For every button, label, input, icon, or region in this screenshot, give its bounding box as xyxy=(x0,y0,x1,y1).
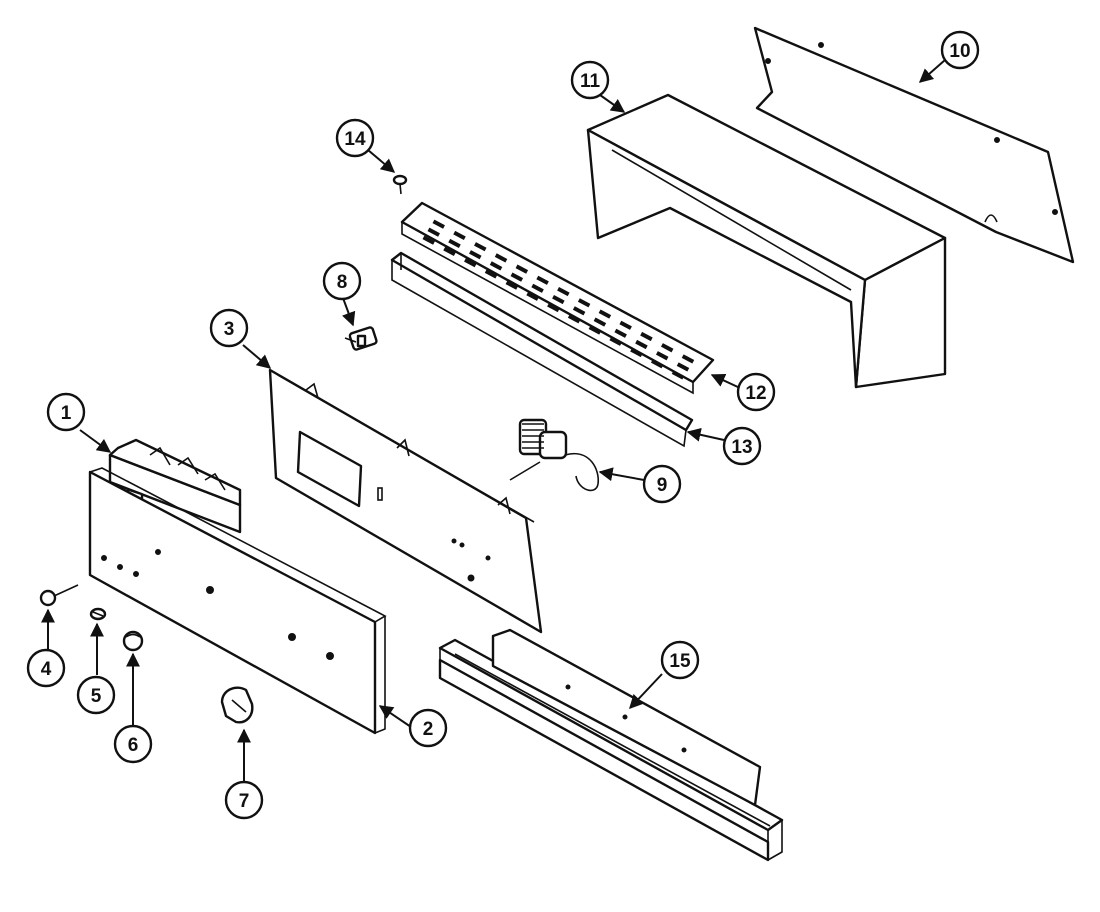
vent-slot xyxy=(464,258,477,268)
vent-slot xyxy=(655,351,669,361)
vent-slot xyxy=(588,325,602,335)
part-11-wrapper-box xyxy=(586,93,947,389)
callout-8-label: 8 xyxy=(337,272,348,293)
callout-11: 11 xyxy=(570,60,610,100)
part-5-nut xyxy=(89,607,107,621)
vent-slot xyxy=(614,328,627,338)
leader-lines xyxy=(41,59,946,782)
vent-slot xyxy=(526,291,539,301)
vent-slot xyxy=(448,238,461,249)
callout-2-label: 2 xyxy=(423,719,434,740)
vent-slot xyxy=(619,320,632,330)
vent-slot xyxy=(427,227,440,237)
callout-9-label: 9 xyxy=(657,475,668,496)
part-10-rear-panel xyxy=(753,26,1075,264)
vent-slot xyxy=(469,250,482,260)
vent-slot xyxy=(432,219,445,229)
part-2-front-panel xyxy=(88,467,387,735)
vent-slot xyxy=(593,317,607,327)
part-15-trim-rail xyxy=(438,628,784,862)
part-14-screw xyxy=(392,174,408,195)
callout-11-label: 11 xyxy=(580,71,601,92)
callout-10: 10 xyxy=(940,30,980,70)
callout-9: 9 xyxy=(642,464,682,504)
vent-slot xyxy=(671,370,685,380)
vent-slot xyxy=(536,275,549,285)
part-13-rail xyxy=(390,251,694,448)
callout-12-label: 12 xyxy=(745,383,766,404)
callout-14-label: 14 xyxy=(344,129,366,150)
vent-slot xyxy=(489,261,503,271)
callout-12: 12 xyxy=(736,372,776,412)
callout-5: 5 xyxy=(76,675,116,715)
vent-slot xyxy=(650,359,664,369)
callout-13: 13 xyxy=(722,426,762,466)
part-9-fan-motor xyxy=(509,418,600,492)
callout-4: 4 xyxy=(26,648,66,688)
vent-slot xyxy=(443,246,456,257)
callout-7-label: 7 xyxy=(239,791,250,812)
callout-14: 14 xyxy=(335,118,375,158)
part-4-bolt xyxy=(39,584,79,607)
vent-slot xyxy=(557,287,570,297)
vent-slot xyxy=(660,343,674,353)
callout-2: 2 xyxy=(408,708,448,748)
callout-5-label: 5 xyxy=(91,686,102,707)
vent-slot xyxy=(609,336,622,346)
callout-3: 3 xyxy=(209,308,249,348)
vent-slot xyxy=(474,242,487,252)
callout-10-label: 10 xyxy=(949,41,970,62)
callout-6-label: 6 xyxy=(128,735,139,756)
callout-4-label: 4 xyxy=(41,659,52,680)
vent-slot xyxy=(640,331,653,342)
vent-slot xyxy=(577,298,591,308)
part-3-back-plate xyxy=(268,368,543,634)
vent-slot xyxy=(531,283,544,293)
callout-1: 1 xyxy=(46,392,86,432)
vent-slot xyxy=(630,347,643,358)
vent-slot xyxy=(494,253,508,263)
callout-15: 15 xyxy=(660,640,700,680)
vent-slot xyxy=(453,230,466,241)
vent-slot xyxy=(422,235,435,245)
vent-slot xyxy=(505,280,519,290)
vent-slot xyxy=(681,354,695,364)
vent-slot xyxy=(598,309,612,319)
callout-7: 7 xyxy=(224,780,264,820)
vent-slot xyxy=(572,306,586,316)
vent-slot xyxy=(484,269,498,279)
callout-8: 8 xyxy=(322,261,362,301)
vent-slot xyxy=(552,295,565,305)
callout-15-label: 15 xyxy=(669,651,691,672)
vent-slot xyxy=(635,339,648,350)
vent-slot xyxy=(676,362,690,372)
callout-1-label: 1 xyxy=(61,403,72,424)
callout-6: 6 xyxy=(113,724,153,764)
part-6-cap xyxy=(122,630,144,652)
part-8-switch xyxy=(344,326,378,351)
vent-slot xyxy=(567,314,581,324)
part-7-knob xyxy=(220,686,254,724)
vent-slot xyxy=(547,303,560,313)
vent-slot xyxy=(510,272,524,282)
vent-slot xyxy=(515,264,529,274)
callout-13-label: 13 xyxy=(731,437,752,458)
part-12-vent-grille xyxy=(400,201,715,395)
callout-3-label: 3 xyxy=(224,319,235,340)
